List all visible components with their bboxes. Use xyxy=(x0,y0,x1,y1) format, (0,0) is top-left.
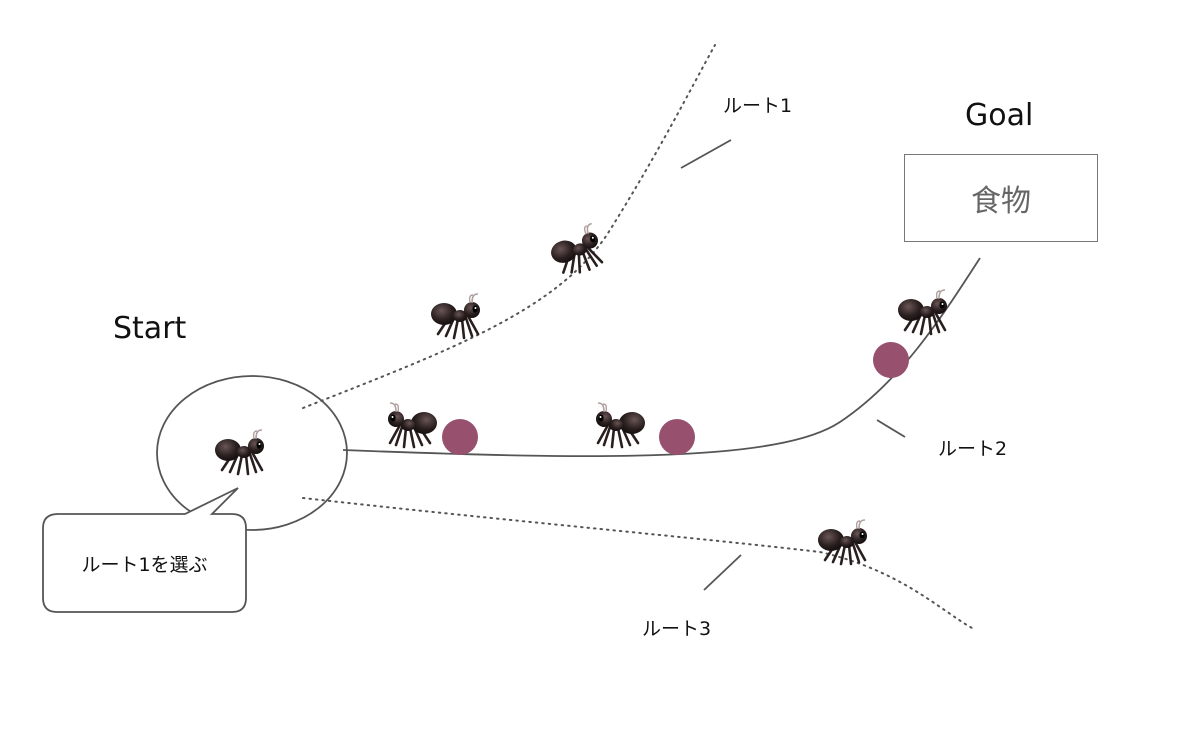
route1-label: ルート1 xyxy=(723,95,793,117)
route3-label: ルート3 xyxy=(642,618,712,640)
ant-icon xyxy=(816,518,869,566)
ant-icon xyxy=(429,292,482,340)
ant-icon xyxy=(594,401,647,449)
start-nest xyxy=(156,375,348,531)
ant-icon xyxy=(386,401,439,449)
speech-bubble-text: ルート1を選ぶ xyxy=(81,553,208,576)
route2-leader xyxy=(876,419,906,438)
ant-icon xyxy=(544,221,607,280)
pheromone-dot xyxy=(442,419,478,455)
route1-leader xyxy=(680,139,732,169)
food-box: 食物 xyxy=(904,154,1098,242)
pheromone-dot xyxy=(873,342,909,378)
route2-label: ルート2 xyxy=(938,438,1008,460)
start-label: Start xyxy=(113,311,187,346)
speech-bubble xyxy=(42,487,247,613)
route1-path xyxy=(302,44,716,409)
route3-leader xyxy=(703,554,742,591)
goal-label: Goal xyxy=(965,98,1034,133)
pheromone-dot xyxy=(659,419,695,455)
ant-icon xyxy=(213,428,266,476)
route3-path xyxy=(302,497,973,629)
ant-icon xyxy=(896,288,949,336)
